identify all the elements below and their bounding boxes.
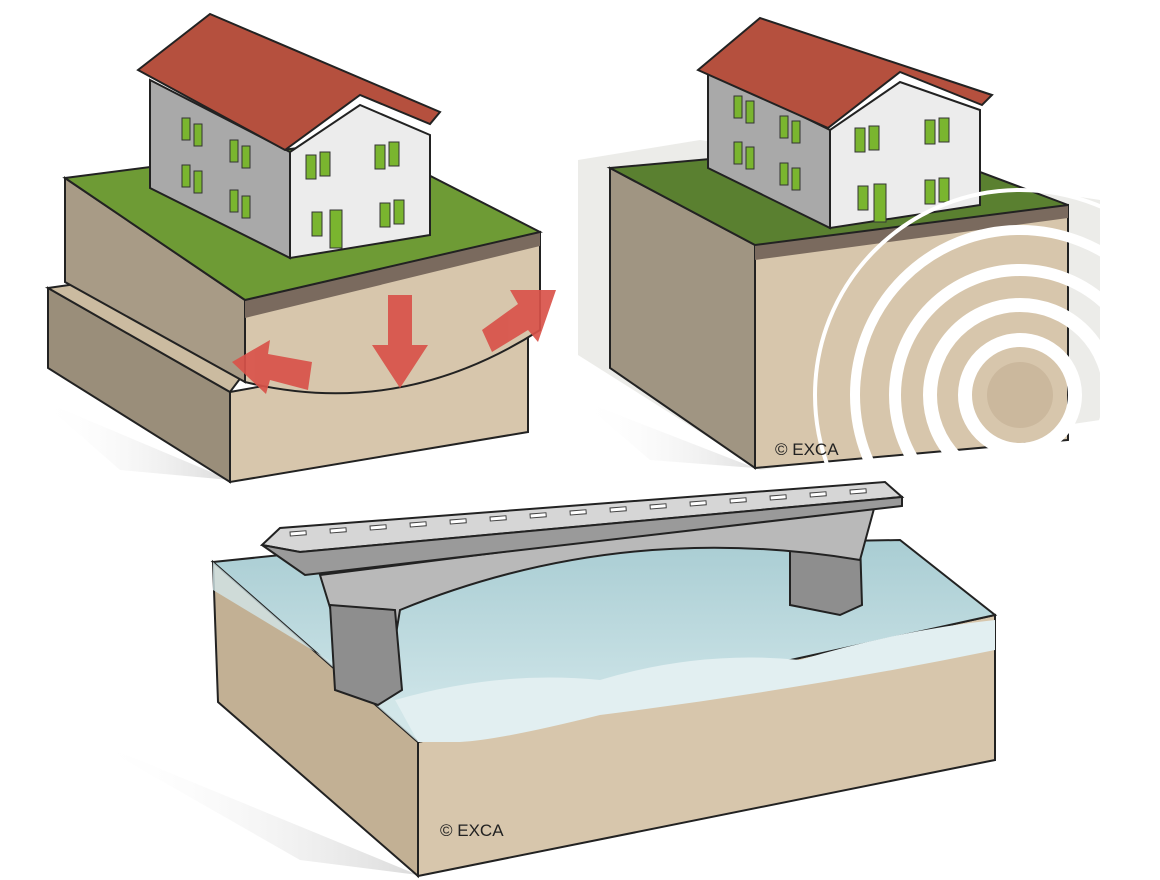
- pier-left: [328, 603, 404, 707]
- subsidence-scene: [40, 12, 556, 484]
- subsidence-arrows: [232, 290, 556, 394]
- deck-side: [261, 495, 903, 577]
- water-front: [395, 620, 995, 742]
- vibration-scene: © EXCA: [578, 16, 1160, 602]
- ground-shadow: [90, 740, 418, 875]
- ground-shadow: [40, 400, 230, 480]
- copyright-label: © EXCA: [775, 440, 839, 459]
- copyright-label: © EXCA: [440, 821, 504, 840]
- soil-topsoil-band: [245, 232, 540, 318]
- soil-topsoil-band: [755, 205, 1068, 260]
- bridge-scene: © EXCA: [90, 480, 998, 879]
- bridge: [259, 480, 905, 707]
- roof: [136, 12, 442, 152]
- deck-railing-slots: [289, 488, 867, 537]
- house: [136, 12, 442, 260]
- ground-shadow: [580, 400, 755, 468]
- arch: [318, 503, 877, 641]
- arrow-down-icon: [372, 295, 428, 388]
- roof: [696, 16, 994, 130]
- house: [696, 16, 994, 230]
- arrow-right-icon: [482, 290, 556, 352]
- arrow-left-icon: [232, 340, 312, 394]
